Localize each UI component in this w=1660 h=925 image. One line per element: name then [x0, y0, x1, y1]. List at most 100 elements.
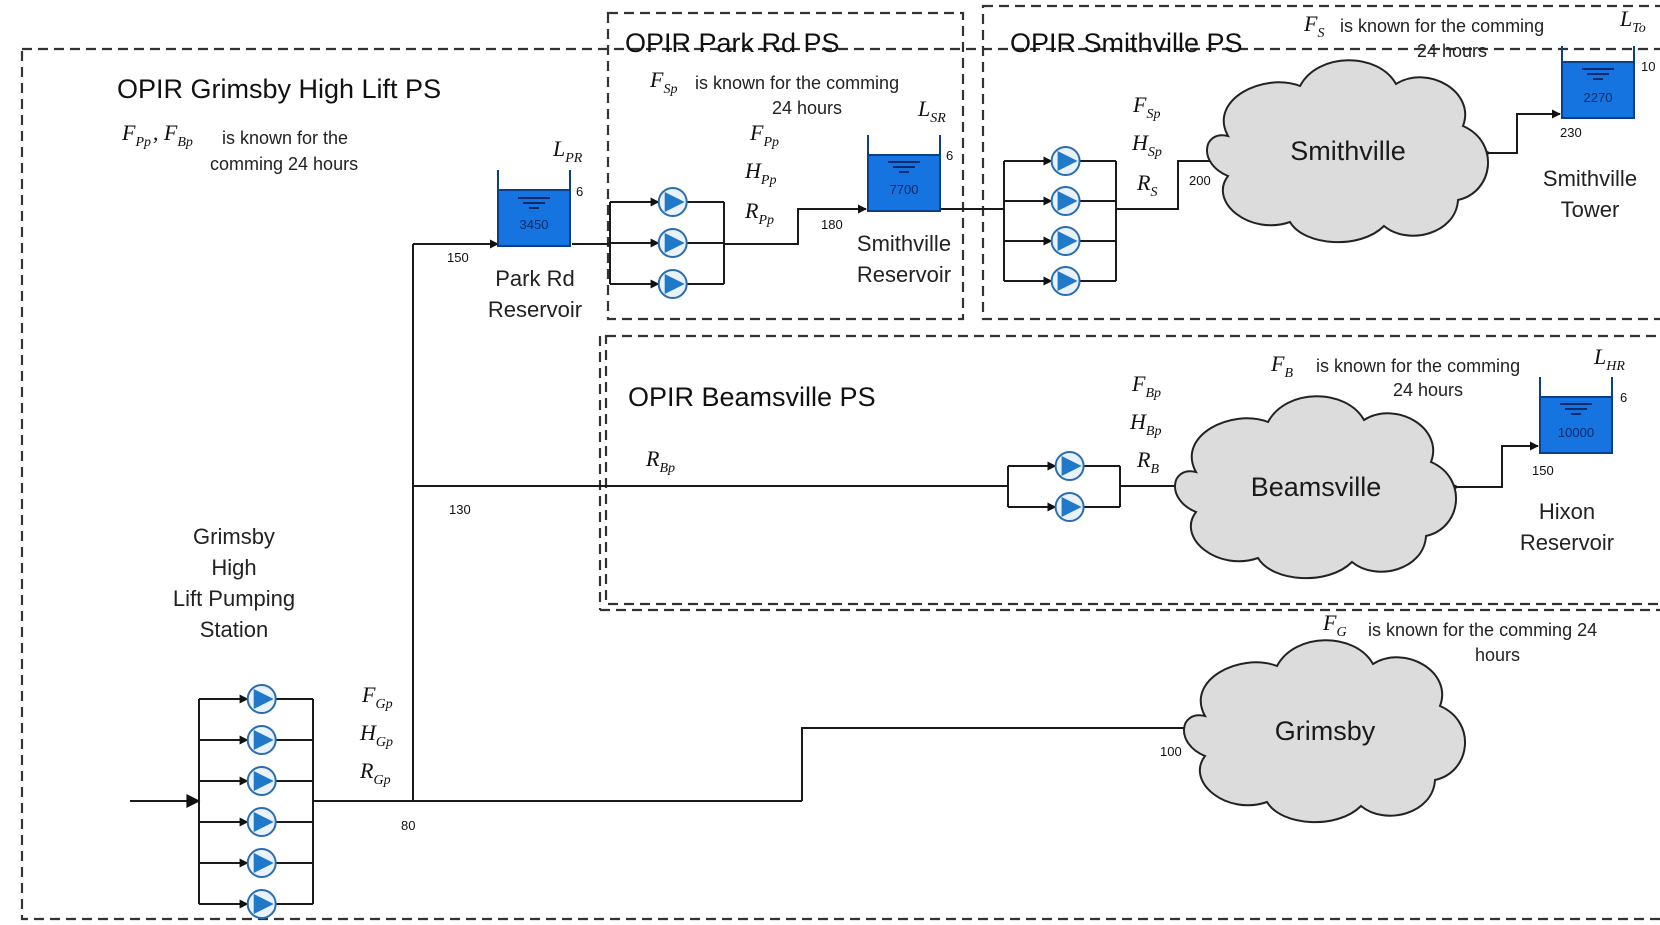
zone-box-park-rd	[606, 11, 965, 321]
tank-hixon-label-1: Hixon	[1539, 499, 1595, 524]
zone-title-smithville: OPIR Smithville PS	[1010, 28, 1243, 58]
pipe-hixon	[1445, 441, 1539, 494]
tank-smithville-res-label-2: Reservoir	[857, 262, 951, 287]
note-beamsville-vars: FB	[1270, 351, 1295, 381]
var-rate-smithville: RS	[1136, 170, 1159, 200]
note-beamsville: FB is known for the comming 24 hours	[1270, 351, 1520, 400]
note-park-rd-vars: FSp	[649, 67, 679, 97]
note-smithville-line1: is known for the comming	[1340, 16, 1544, 36]
cloud-shape	[1183, 639, 1466, 824]
tank-hixon-max: 6	[1620, 390, 1627, 405]
pump-triangle-icon	[1057, 151, 1078, 171]
var-rate-beamsville: RB	[1136, 447, 1161, 477]
cloud-smithville: Smithville	[1206, 59, 1489, 244]
var-head-smithville: HSp	[1131, 130, 1164, 160]
tank-hixon-value: 10000	[1558, 425, 1594, 440]
var-flow-park-rd: FPp	[749, 120, 781, 150]
zone-title-beamsville: OPIR Beamsville PS	[628, 382, 876, 412]
pump-triangle-icon	[253, 894, 274, 914]
water-surface-icon	[888, 161, 920, 173]
tank-park-rd-max: 6	[576, 184, 583, 199]
zone-boxes	[20, 4, 1660, 921]
pipe-to-grimsby	[801, 723, 1199, 801]
pump-triangle-icon	[664, 274, 685, 294]
pump-triangle-icon	[253, 689, 274, 709]
var-flow-smithville: FSp	[1132, 92, 1162, 122]
note-grimsby-line1: is known for the	[222, 128, 348, 148]
note-smithville: FS is known for the comming 24 hours	[1303, 11, 1544, 61]
tank-smithville-res-label-1: Smithville	[857, 231, 951, 256]
tank-smithville-res-value: 7700	[890, 182, 919, 197]
zone-box-beamsville	[604, 334, 1660, 606]
elevation-beamsville-line: 130	[449, 502, 471, 517]
tank-smithville-tower: 2270 10 230 LTo Smithville Tower	[1543, 6, 1656, 222]
cloud-beamsville: Beamsville	[1174, 395, 1457, 580]
pump-group-beamsville	[1007, 451, 1121, 522]
note-grimsby-city-line1: is known for the comming 24	[1368, 620, 1597, 640]
vars-smithville: FSp HSp RS	[1131, 92, 1164, 200]
tank-park-rd-top	[497, 170, 571, 190]
elevation-grimsby-city: 100	[1160, 744, 1182, 759]
tank-smithville-tower-label-1: Smithville	[1543, 166, 1637, 191]
elevation-park-rd-in: 150	[447, 250, 469, 265]
note-park-rd-line1: is known for the comming	[695, 73, 899, 93]
var-flow-grimsby: FGp	[361, 682, 394, 712]
tank-hixon-min: 150	[1532, 463, 1554, 478]
station-label-line-4: Station	[200, 617, 269, 642]
tank-smithville-res-max: 6	[946, 148, 953, 163]
pump-triangle-icon	[664, 233, 685, 253]
pump-triangle-icon	[1061, 497, 1082, 517]
var-rate-beamsville-line: RBp	[645, 446, 677, 476]
station-label-line-3: Lift Pumping	[173, 586, 295, 611]
water-surface-icon	[1560, 403, 1592, 415]
water-surface-icon	[518, 197, 550, 209]
pump-triangle-icon	[1057, 231, 1078, 251]
var-rate-grimsby: RGp	[359, 758, 392, 788]
tank-smithville-tower-max: 10	[1641, 59, 1655, 74]
tank-hixon-level: LHR	[1593, 344, 1627, 374]
tank-hixon-top	[1539, 377, 1613, 397]
pump-triangle-icon	[253, 771, 274, 791]
city-grimsby-label: Grimsby	[1275, 716, 1376, 746]
tank-smithville-res-body	[867, 154, 941, 212]
elevation-smithville-city: 200	[1189, 173, 1211, 188]
pump-group-grimsby	[198, 684, 314, 919]
elevation-smithville-res-in: 180	[821, 217, 843, 232]
cloud-shape	[1174, 395, 1457, 580]
note-smithville-line2: 24 hours	[1417, 41, 1487, 61]
pump-triangle-icon	[253, 853, 274, 873]
pump-triangle-icon	[664, 192, 685, 212]
note-grimsby-city-line2: hours	[1475, 645, 1520, 665]
tank-smithville-tower-min: 230	[1560, 125, 1582, 140]
var-head-grimsby: HGp	[359, 720, 395, 750]
pump-triangle-icon	[1061, 456, 1082, 476]
note-grimsby-vars: FPp , FBp	[121, 120, 195, 150]
note-park-rd: FSp is known for the comming 24 hours	[649, 67, 899, 118]
pump-group-park-rd	[609, 187, 725, 299]
pump-triangle-icon	[1057, 191, 1078, 211]
tank-park-rd-body	[497, 189, 571, 247]
note-grimsby-city-vars: FG	[1322, 610, 1348, 640]
var-flow-beamsville: FBp	[1131, 371, 1163, 401]
note-beamsville-line2: 24 hours	[1393, 380, 1463, 400]
vars-grimsby: FGp HGp RGp	[359, 682, 395, 788]
tank-smithville-tower-top	[1561, 46, 1635, 62]
var-head-beamsville: HBp	[1129, 409, 1163, 439]
station-label-line-2: High	[211, 555, 256, 580]
zone-title-grimsby: OPIR Grimsby High Lift PS	[117, 74, 441, 104]
pipe-tower	[1477, 109, 1561, 160]
zone-title-park-rd: OPIR Park Rd PS	[625, 28, 840, 58]
var-head-park-rd: HPp	[744, 158, 778, 188]
tank-hixon-body	[1539, 396, 1613, 454]
cloud-shape	[1206, 59, 1489, 244]
pipe-to-smithville	[1116, 156, 1223, 210]
vars-beamsville: FBp HBp RB	[1129, 371, 1163, 477]
tank-park-rd: 3450 6 LPR Park Rd Reservoir	[488, 136, 583, 322]
tank-smithville-tower-label-2: Tower	[1561, 197, 1620, 222]
cloud-grimsby: Grimsby	[1183, 639, 1466, 824]
note-smithville-vars: FS	[1303, 11, 1326, 41]
city-smithville-label: Smithville	[1290, 136, 1406, 166]
tank-smithville-tower-value: 2270	[1584, 90, 1613, 105]
tank-smithville-tower-body	[1561, 61, 1635, 119]
